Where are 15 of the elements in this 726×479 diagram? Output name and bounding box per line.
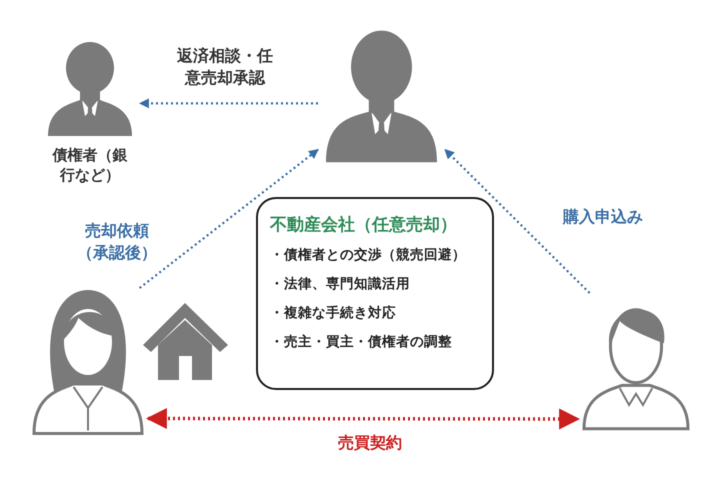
- info-card: [256, 197, 494, 390]
- list-item: ・複雑な手続き対応: [270, 304, 397, 322]
- edge-label: 購入申込み: [562, 206, 644, 228]
- arrow: [139, 98, 318, 108]
- arrow: [444, 148, 590, 294]
- arrow: [138, 148, 319, 289]
- edge-label: 売却依頼（承認後）: [76, 220, 158, 264]
- edge-label: 返済相談・任意売却承認: [176, 45, 274, 88]
- list-item: ・売主・買主・債権者の調整: [270, 333, 453, 351]
- list-item: ・債権者との交渉（競売回避）: [270, 246, 467, 264]
- node-label: 債権者（銀行など）: [51, 146, 128, 185]
- edge-label: 売買契約: [337, 432, 403, 454]
- list-item: ・法律、専門知識活用: [270, 275, 411, 293]
- arrow: [146, 408, 580, 430]
- card-title: 不動産会社（任意売却）: [270, 214, 458, 236]
